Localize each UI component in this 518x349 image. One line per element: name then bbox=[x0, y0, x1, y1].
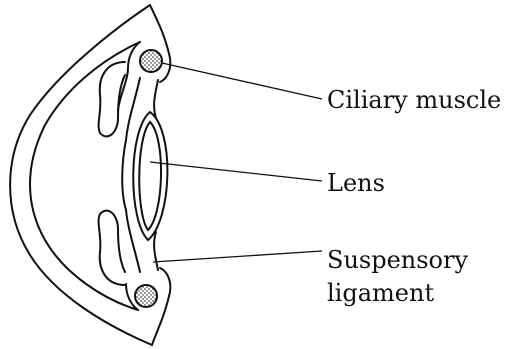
pointer-suspensory bbox=[153, 251, 322, 262]
suspensory-ligament-label-line1: Suspensory bbox=[327, 245, 468, 275]
pointer-lens bbox=[150, 162, 322, 181]
suspensory-ligament-label-line2: ligament bbox=[327, 278, 434, 308]
lens-shape bbox=[133, 112, 167, 240]
ligament-lower-right bbox=[154, 232, 158, 270]
ciliary-muscle-label: Ciliary muscle bbox=[327, 85, 501, 115]
ciliary-muscle-upper bbox=[140, 50, 162, 72]
lens-label: Lens bbox=[327, 168, 385, 198]
ligament-upper-left bbox=[126, 78, 140, 140]
lower-iris-fold bbox=[99, 211, 125, 285]
pointer-ciliary bbox=[162, 63, 322, 99]
ligament-upper-right bbox=[154, 80, 158, 118]
ciliary-muscle-lower bbox=[135, 285, 157, 307]
